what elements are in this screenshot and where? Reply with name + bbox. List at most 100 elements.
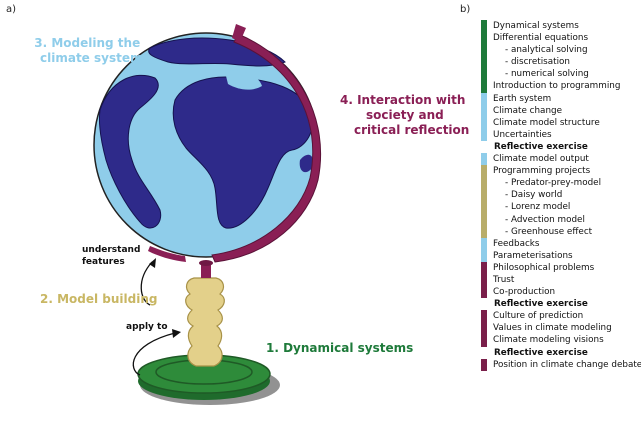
outline-item: Uncertainties	[481, 128, 639, 141]
outline-color-bar	[481, 128, 487, 141]
outline-item: Feedbacks	[481, 237, 639, 250]
outline-item-label: Feedbacks	[493, 238, 540, 249]
outline-item: - Greenhouse effect	[481, 225, 639, 238]
outline-color-bar	[481, 189, 487, 202]
arc-left-tail	[148, 246, 186, 262]
outline-item-label: - Advection model	[505, 214, 585, 225]
stage3-line1: 3. Modeling the	[34, 36, 141, 50]
outline-item: Climate change	[481, 104, 639, 117]
land-mediterranean	[225, 70, 262, 90]
outline-color-bar	[481, 68, 487, 81]
outline-color-bar	[481, 177, 487, 190]
stage3-label: 3. Modeling the climate system	[32, 36, 142, 66]
outline-item: Introduction to programming	[481, 80, 639, 93]
outline-item-label: Co-production	[493, 287, 556, 298]
outline-item-label: - discretisation	[505, 57, 570, 68]
outline-color-bar	[481, 32, 487, 45]
outline-item: - analytical solving	[481, 44, 639, 57]
outline-item: - numerical solving	[481, 68, 639, 81]
outline-color-bar	[481, 249, 487, 262]
stem	[201, 262, 211, 278]
understand-arrow	[140, 261, 153, 306]
outline-item-label: Reflective exercise	[494, 141, 588, 152]
understand-features-label: understand features	[82, 244, 140, 268]
apply-arrow	[132, 332, 176, 376]
outline-item: Co-production	[481, 286, 639, 299]
stage4-label: 4. Interaction with society and critical…	[340, 93, 469, 138]
arc-top-knob	[232, 24, 246, 42]
panel-a-label: a)	[6, 4, 17, 15]
outline-color-bar	[481, 92, 487, 105]
outline-color-bar	[481, 286, 487, 299]
outline-item: Programming projects	[481, 165, 639, 178]
apply-arrowhead	[172, 329, 181, 338]
outline-item-label: Climate model output	[493, 154, 589, 165]
outline-item-label: - analytical solving	[505, 45, 588, 56]
outline-item-label: Earth system	[493, 93, 552, 104]
understand-line1: understand	[82, 245, 141, 255]
outline-item-label: Uncertainties	[493, 129, 552, 140]
outline-color-bar	[481, 80, 487, 93]
understand-line2: features	[82, 257, 125, 267]
outline-item: Values in climate modeling	[481, 322, 639, 335]
outline-item: Differential equations	[481, 32, 639, 45]
understand-arrowhead	[149, 258, 156, 268]
outline-item: Culture of prediction	[481, 310, 639, 323]
pedestal	[185, 277, 225, 367]
stage4-line2: society and	[366, 108, 444, 122]
outline-item-label: - Daisy world	[505, 190, 563, 201]
outline-item-label: - Predator-prey-model	[505, 178, 602, 189]
outline-color-bar	[481, 358, 487, 371]
outline-color-bar	[481, 273, 487, 287]
stem-cap	[199, 260, 213, 266]
outline-color-bar	[481, 261, 487, 274]
outline-item: - Lorenz model	[481, 201, 639, 214]
outline-color-bar	[481, 116, 487, 129]
outline-color-bar	[481, 104, 487, 117]
outline-color-bar	[481, 153, 487, 166]
outline-item-label: Climate modeling visions	[493, 335, 604, 346]
stage1-label: 1. Dynamical systems	[266, 341, 414, 355]
land-south	[299, 154, 314, 173]
stage3-line2: climate system	[40, 51, 143, 65]
apply-to-label: apply to	[126, 322, 168, 332]
meridian-arc	[211, 33, 322, 263]
outline-item-label: Differential equations	[493, 33, 589, 44]
outline-item-label: - numerical solving	[505, 69, 589, 80]
reflective-exercise-row: Reflective exercise	[481, 347, 639, 359]
outline-item: Climate model output	[481, 153, 639, 166]
globe-illustration	[93, 24, 322, 405]
outline-color-bar	[481, 322, 487, 335]
stage4-line3: critical reflection	[354, 123, 470, 137]
outline-color-bar	[481, 201, 487, 214]
panel-b-label: b)	[460, 4, 471, 15]
outline-item: Dynamical systems	[481, 20, 639, 33]
outline-color-bar	[481, 44, 487, 57]
outline-item-label: Culture of prediction	[493, 311, 584, 322]
outline-item-label: Climate change	[493, 105, 563, 116]
outline-item: Climate modeling visions	[481, 334, 639, 347]
outline-color-bar	[481, 56, 487, 69]
outline-item-label: Programming projects	[493, 166, 591, 177]
outline-item: Climate model structure	[481, 116, 639, 129]
outline-color-bar	[481, 334, 487, 347]
outline-item-label: Dynamical systems	[493, 21, 579, 31]
outline-item-label: - Lorenz model	[505, 202, 571, 213]
outline-item-label: Reflective exercise	[494, 299, 588, 310]
outline-item: - Advection model	[481, 213, 639, 226]
reflective-exercise-row: Reflective exercise	[481, 298, 639, 310]
outline-item: - Daisy world	[481, 189, 639, 202]
outline-color-bar	[481, 165, 487, 178]
outline-item-label: Philosophical problems	[493, 262, 595, 273]
outline-color-bar	[481, 213, 487, 226]
outline-item: Philosophical problems	[481, 261, 639, 274]
outline-item-label: - Greenhouse effect	[505, 226, 593, 237]
outline-item: - discretisation	[481, 56, 639, 69]
reflective-exercise-row: Reflective exercise	[481, 141, 639, 153]
outline-item-label: Parameterisations	[493, 250, 573, 261]
stage4-line1: 4. Interaction with	[340, 93, 466, 107]
outline-item: Earth system	[481, 92, 639, 105]
land-americas	[99, 74, 162, 229]
outline-color-bar	[481, 310, 487, 323]
outline-item-label: Position in climate change debate	[493, 359, 641, 370]
